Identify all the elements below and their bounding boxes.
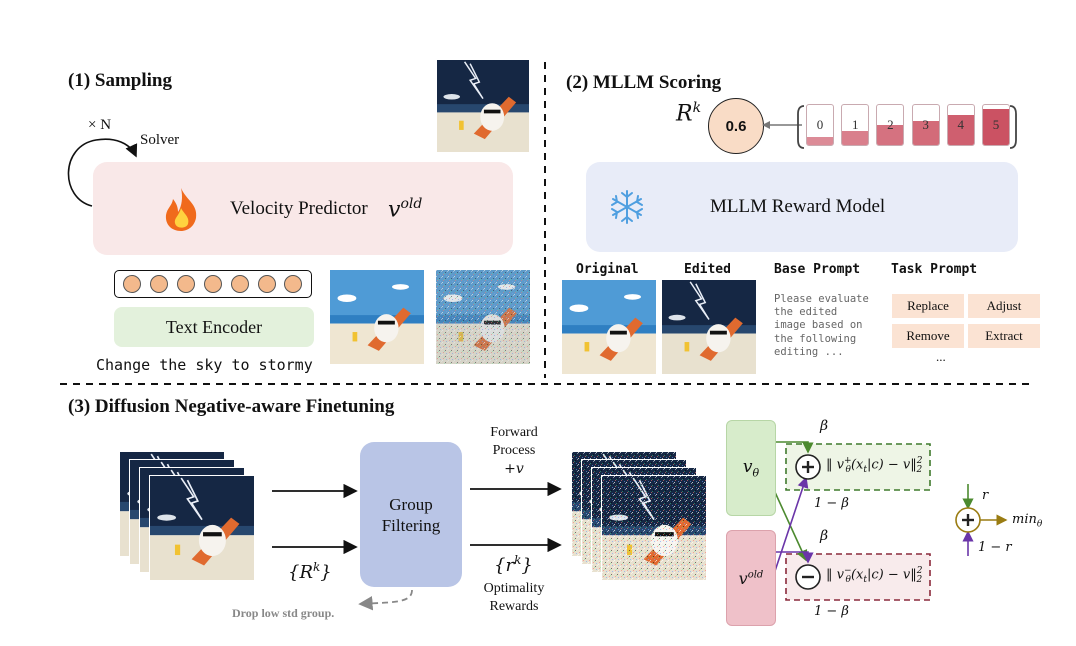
- optimality-rewards-label: Optimality Rewards: [483, 581, 545, 614]
- task-adjust: Adjust: [968, 294, 1040, 318]
- token: [123, 275, 142, 293]
- token: [150, 275, 169, 293]
- token: [257, 275, 276, 293]
- one-minus-r-label: 1 − r: [978, 540, 1012, 555]
- section1-title: (1) Sampling: [68, 70, 172, 91]
- score-bin-fill: [877, 125, 904, 145]
- score-bin-fill: [947, 115, 974, 145]
- token: [177, 275, 196, 293]
- fire-icon: [160, 186, 202, 237]
- task-replace: Replace: [892, 294, 964, 318]
- beta-bottom: β: [820, 528, 829, 544]
- score-bin-label: 3: [922, 117, 929, 132]
- col-base-prompt: Base Prompt: [774, 262, 861, 277]
- drop-note: Drop low std group.: [232, 606, 335, 620]
- col-edited: Edited: [684, 262, 731, 277]
- r-k-symbol: Rk: [676, 100, 702, 127]
- token: [203, 275, 222, 293]
- token: [284, 275, 303, 293]
- score-bin-3: 3: [911, 104, 940, 146]
- sample-noisy-image: [436, 270, 530, 364]
- v-theta-box: vθ: [726, 420, 776, 516]
- velocity-predictor-box: [93, 162, 513, 255]
- rk-set-label: {Rk}: [288, 560, 332, 583]
- section2-title: (2) MLLM Scoring: [566, 72, 722, 93]
- score-bin-fill: [807, 137, 833, 145]
- score-bins: 0 1 2 3 4 5: [806, 104, 1010, 146]
- score-bin-label: 5: [992, 117, 1000, 132]
- forward-process-label: Forward Process +v: [490, 425, 538, 477]
- score-bin-0: 0: [806, 104, 834, 146]
- col-original: Original: [576, 262, 639, 277]
- negative-loss-formula: ‖ v−θ(xt|c) − v‖22: [826, 566, 923, 585]
- snowflake-icon: [608, 188, 646, 231]
- edit-prompt: Change the sky to stormy: [96, 356, 313, 374]
- solver-label: Solver: [140, 132, 180, 148]
- score-brackets: [797, 105, 1017, 149]
- beta-top: β: [820, 418, 829, 434]
- positive-loss-formula: ‖ v+θ(xt|c) − v‖22: [826, 456, 923, 475]
- base-prompt-text: Please evaluate the edited image based o…: [774, 293, 869, 358]
- r-label: r: [982, 488, 989, 503]
- score-bin-4: 4: [946, 104, 975, 146]
- score-bin-fill: [912, 121, 939, 145]
- score-bin-label: 2: [887, 117, 894, 132]
- solver-loop-arrow: [67, 138, 138, 207]
- score-bin-2: 2: [876, 104, 905, 146]
- times-n-label: × N: [88, 117, 112, 133]
- input-image-stack: [119, 451, 260, 582]
- section3-title: (3) Diffusion Negative-aware Finetuning: [68, 396, 395, 417]
- min-theta-label: minθ: [1012, 512, 1043, 530]
- task-extract: Extract: [968, 324, 1040, 348]
- group-filtering-box: Group Filtering: [360, 442, 462, 587]
- one-minus-beta-top: 1 − β: [814, 496, 849, 511]
- token-sequence: [114, 270, 312, 298]
- col-task-prompt: Task Prompt: [891, 262, 978, 277]
- v-old-symbol: vold: [388, 196, 423, 223]
- score-circle: 0.6: [708, 98, 764, 154]
- small-rk-set-label: {rk}: [494, 553, 533, 576]
- reward-model-label: MLLM Reward Model: [710, 196, 886, 217]
- score-bin-1: 1: [841, 104, 870, 146]
- score-bin-label: 4: [957, 117, 965, 132]
- score-bin-fill: [982, 109, 1009, 145]
- one-minus-beta-bottom: 1 − β: [814, 604, 849, 619]
- task-remove: Remove: [892, 324, 964, 348]
- task-more: ...: [936, 349, 946, 364]
- token: [230, 275, 249, 293]
- score-bin-fill: [842, 131, 869, 145]
- score-bin-5: 5: [981, 104, 1010, 146]
- noisy-image-stack: [572, 452, 712, 582]
- score-arrow: [762, 121, 802, 129]
- text-encoder-box: Text Encoder: [114, 307, 314, 347]
- reward-model-box: [586, 162, 1018, 252]
- v-old-box: vold: [726, 530, 776, 626]
- score-bin-label: 0: [816, 117, 824, 132]
- score-bin-label: 1: [851, 117, 859, 132]
- velocity-predictor-label: Velocity Predictor: [230, 198, 368, 219]
